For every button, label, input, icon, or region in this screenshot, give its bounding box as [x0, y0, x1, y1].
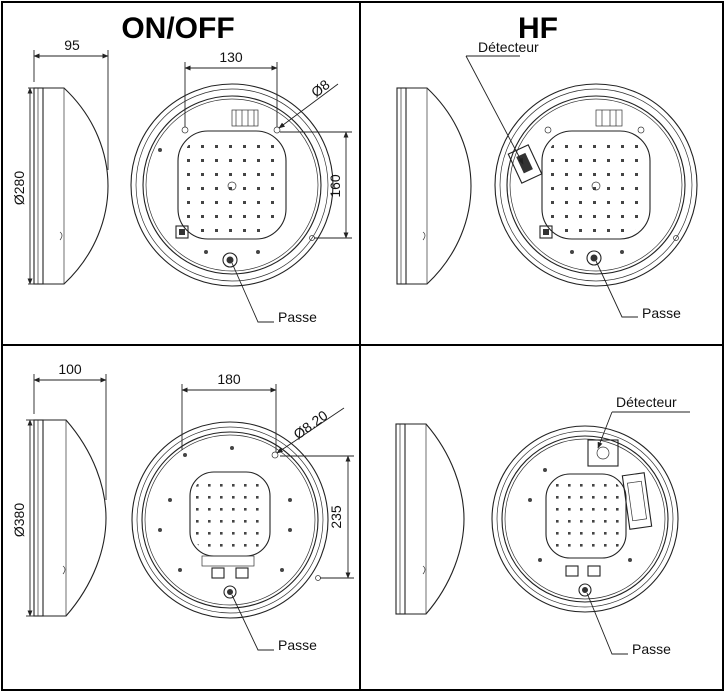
side-profile-large	[33, 419, 107, 617]
panel-top-right: Détecteur Passe	[396, 39, 698, 321]
passe-label-large: Passe	[278, 637, 317, 653]
front-view-small	[130, 83, 334, 287]
panel-bottom-right: Détecteur Passe	[395, 394, 690, 657]
depth-dimension: 95	[64, 37, 80, 53]
panel-bottom-left: 100 Ø380	[11, 361, 354, 653]
passe-label-hf: Passe	[642, 305, 681, 321]
height-spacing-dimension-large: 235	[328, 505, 344, 529]
passe-leader	[231, 262, 274, 323]
hole-diameter-label-large: Ø8.20	[290, 407, 330, 442]
detector-label-large: Détecteur	[616, 394, 677, 410]
hole-diameter-label: Ø8	[308, 76, 333, 100]
diameter-dimension: Ø280	[11, 171, 27, 205]
side-profile-large-hf	[395, 423, 465, 615]
diameter-dimension-large: Ø380	[11, 503, 27, 537]
front-view-large	[131, 421, 329, 619]
panel-top-left: 95 Ø280	[11, 37, 352, 325]
detector-label: Détecteur	[478, 39, 539, 55]
header-hf: HF	[518, 12, 558, 45]
front-view-small-hf	[494, 83, 698, 287]
depth-dimension-large: 100	[58, 361, 82, 377]
height-spacing-dimension: 160	[327, 174, 343, 198]
driver-board	[621, 472, 653, 530]
mount-spacing-dimension: 130	[219, 49, 243, 65]
detector-module-large	[587, 439, 619, 467]
detector-module	[507, 144, 543, 184]
front-view-large-hf	[491, 425, 679, 613]
passe-label-large-hf: Passe	[632, 641, 671, 657]
header-on-off: ON/OFF	[121, 12, 234, 45]
mount-spacing-dimension-large: 180	[217, 371, 241, 387]
side-profile-small-hf	[396, 87, 472, 285]
side-profile-small	[33, 87, 109, 285]
passe-label: Passe	[278, 309, 317, 325]
